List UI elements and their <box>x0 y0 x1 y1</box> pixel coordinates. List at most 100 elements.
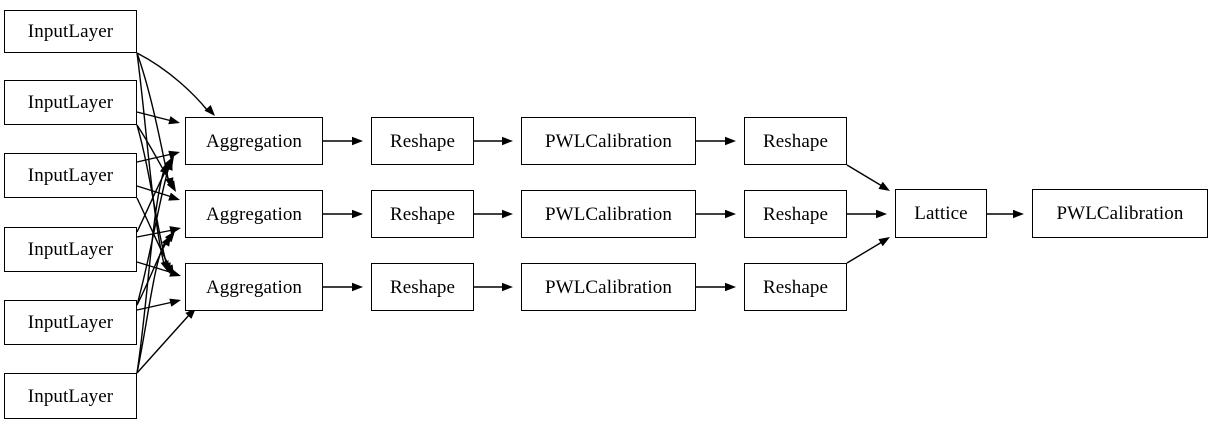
arrowhead <box>878 181 890 191</box>
arrowhead <box>161 235 171 247</box>
node-rsh-2[interactable]: Reshape <box>371 190 474 238</box>
edge-input-5-to-agg-1 <box>136 159 173 306</box>
node-label: PWLCalibration <box>1056 203 1184 224</box>
arrowhead <box>160 260 169 272</box>
node-rsh-4[interactable]: Reshape <box>744 117 847 165</box>
node-label: Reshape <box>389 130 456 152</box>
edge-input-6-to-agg-1 <box>136 162 169 374</box>
node-label: Aggregation <box>205 276 303 298</box>
edge-input-1-to-agg-3 <box>136 52 169 272</box>
edge-input-3-to-agg-1 <box>136 150 180 163</box>
edge-rsh-1-to-pwl-1 <box>474 136 513 146</box>
edge-rsh-5-to-lattice <box>847 209 887 219</box>
node-label: Reshape <box>762 203 829 225</box>
node-input-2[interactable]: InputLayer <box>4 80 137 125</box>
edge-input-2-to-agg-3 <box>136 124 171 274</box>
arrowhead <box>725 136 736 146</box>
arrowhead <box>164 231 175 243</box>
node-label: PWLCalibration <box>545 130 672 152</box>
arrowhead <box>169 226 181 235</box>
arrowhead <box>725 282 736 292</box>
edge-agg-2-to-rsh-2 <box>323 209 363 219</box>
edge-input-5-to-agg-2 <box>136 231 175 306</box>
node-label: InputLayer <box>27 165 114 186</box>
node-input-6[interactable]: InputLayer <box>4 373 137 419</box>
node-label: Lattice <box>914 203 968 224</box>
arrowhead <box>168 150 180 159</box>
node-rsh-1[interactable]: Reshape <box>371 117 474 165</box>
arrowhead <box>168 116 180 125</box>
edge-input-3-to-agg-2 <box>136 185 180 201</box>
edge-agg-1-to-rsh-1 <box>323 136 363 146</box>
edge-pwl-1-to-rsh-4 <box>696 136 736 146</box>
arrowhead <box>169 298 181 307</box>
arrowhead <box>502 136 513 146</box>
edge-input-2-to-agg-2 <box>136 124 176 192</box>
edge-input-6-to-agg-2 <box>136 235 171 374</box>
arrowhead <box>352 209 363 219</box>
node-pwl-1[interactable]: PWLCalibration <box>521 117 696 165</box>
node-pwl-out[interactable]: PWLCalibration <box>1032 189 1208 238</box>
node-pwl-3[interactable]: PWLCalibration <box>521 263 696 311</box>
node-input-1[interactable]: InputLayer <box>4 10 137 53</box>
node-label: InputLayer <box>27 312 114 333</box>
edge-input-1-to-agg-2 <box>136 52 174 189</box>
node-rsh-3[interactable]: Reshape <box>371 263 474 311</box>
arrowhead <box>168 192 180 201</box>
edge-pwl-2-to-rsh-5 <box>696 209 736 219</box>
edge-rsh-4-to-lattice <box>846 164 890 191</box>
edge-input-5-to-agg-3 <box>136 298 181 311</box>
node-label: PWLCalibration <box>545 203 672 225</box>
node-agg-1[interactable]: Aggregation <box>185 117 323 165</box>
node-pwl-2[interactable]: PWLCalibration <box>521 190 696 238</box>
arrowhead <box>352 136 363 146</box>
edge-input-4-to-agg-1 <box>136 156 174 233</box>
edge-input-3-to-agg-3 <box>136 197 174 276</box>
node-agg-3[interactable]: Aggregation <box>185 263 323 311</box>
node-label: Reshape <box>762 130 829 152</box>
edge-input-2-to-agg-1 <box>136 111 180 125</box>
node-label: InputLayer <box>27 385 114 407</box>
node-rsh-6[interactable]: Reshape <box>744 263 847 311</box>
edge-rsh-2-to-pwl-2 <box>474 209 513 219</box>
arrowhead <box>164 159 173 171</box>
edge-input-4-to-agg-2 <box>136 226 181 238</box>
edge-input-1-to-agg-1 <box>136 52 215 116</box>
edge-lattice-to-pwl-out <box>987 209 1024 219</box>
node-input-4[interactable]: InputLayer <box>4 227 137 272</box>
node-label: Reshape <box>762 276 829 298</box>
node-lattice[interactable]: Lattice <box>895 189 987 238</box>
node-input-3[interactable]: InputLayer <box>4 153 137 198</box>
edge-rsh-3-to-pwl-3 <box>474 282 513 292</box>
node-label: Reshape <box>389 276 456 298</box>
arrowhead <box>502 209 513 219</box>
arrowhead <box>165 264 174 276</box>
edge-rsh-6-to-lattice <box>846 237 890 264</box>
node-label: InputLayer <box>27 92 114 113</box>
arrowhead <box>169 268 181 277</box>
arrowhead <box>352 282 363 292</box>
node-label: InputLayer <box>27 21 114 42</box>
arrowhead <box>162 262 171 274</box>
arrowhead <box>725 209 736 219</box>
node-rsh-5[interactable]: Reshape <box>744 190 847 238</box>
arrowhead <box>165 177 174 189</box>
edge-input-4-to-agg-3 <box>136 261 181 277</box>
node-input-5[interactable]: InputLayer <box>4 300 137 345</box>
node-label: Aggregation <box>205 203 303 225</box>
arrowhead <box>878 237 890 247</box>
node-label: PWLCalibration <box>545 276 672 298</box>
arrowhead <box>164 156 174 168</box>
node-label: InputLayer <box>27 239 114 260</box>
node-label: Aggregation <box>205 130 303 152</box>
arrowhead <box>166 180 176 192</box>
edge-agg-3-to-rsh-3 <box>323 282 363 292</box>
arrowhead <box>159 162 169 174</box>
node-agg-2[interactable]: Aggregation <box>185 190 323 238</box>
arrowhead <box>1013 209 1024 219</box>
node-label: Reshape <box>389 203 456 225</box>
edge-pwl-3-to-rsh-6 <box>696 282 736 292</box>
arrowhead <box>502 282 513 292</box>
arrowhead <box>876 209 887 219</box>
